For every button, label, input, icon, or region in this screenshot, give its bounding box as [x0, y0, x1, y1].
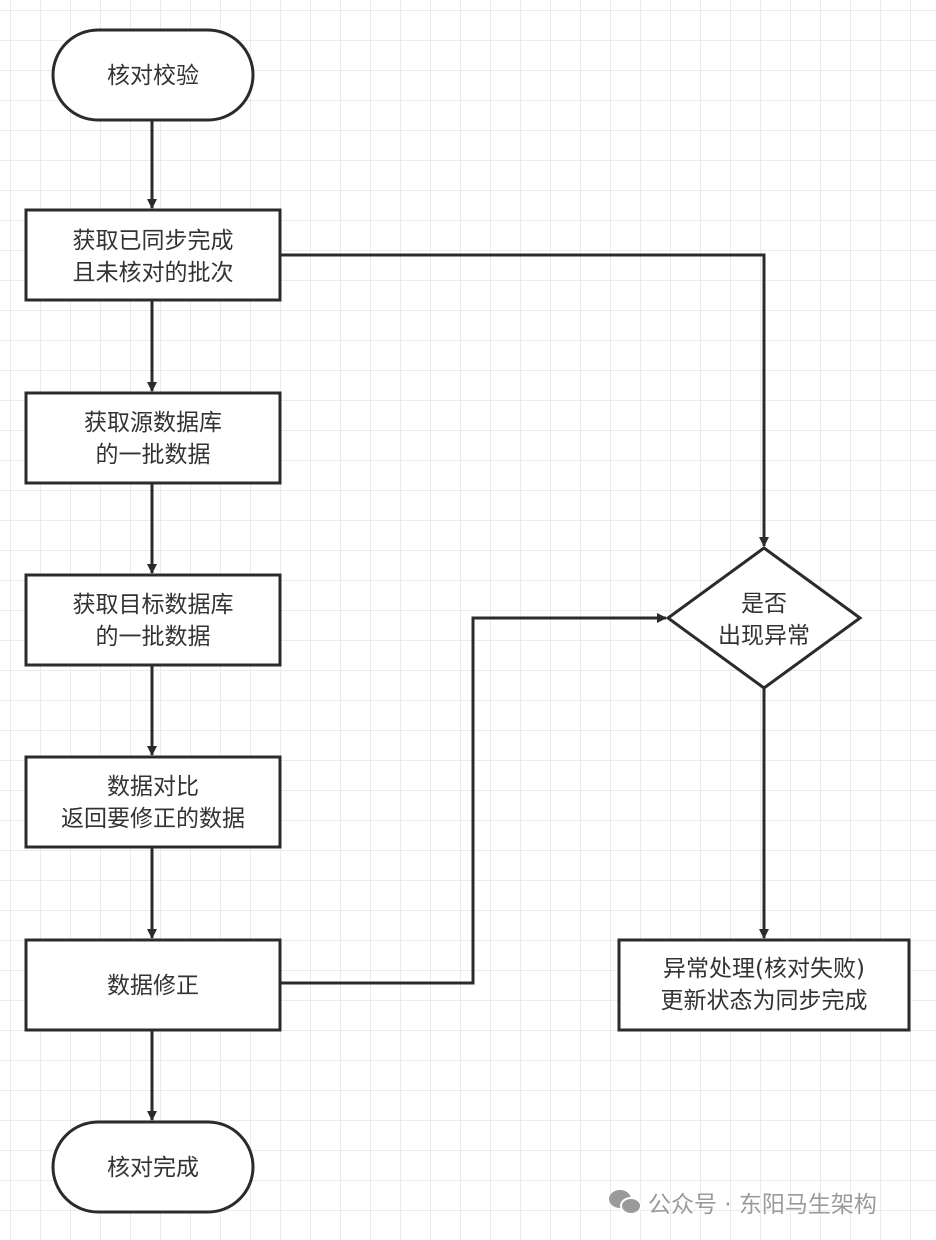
fetch-batch-line2: 且未核对的批次	[73, 260, 234, 286]
decision-diamond	[665, 546, 863, 690]
edge-fix-decision	[280, 613, 667, 985]
fix-label: 数据修正	[107, 973, 199, 999]
decision-line1: 是否	[741, 591, 787, 617]
fix-box	[24, 938, 282, 1032]
watermark-text: 公众号 · 东阳马生架构	[648, 1192, 877, 1218]
exception-line1: 异常处理(核对失败)	[663, 956, 865, 982]
end-label: 核对完成	[107, 1155, 199, 1181]
decision-line2: 出现异常	[718, 623, 810, 649]
exception-line2: 更新状态为同步完成	[661, 988, 868, 1014]
fetch-target-line2: 的一批数据	[96, 624, 211, 650]
wechat-icon	[609, 1190, 642, 1215]
fetch-batch-line1: 获取已同步完成	[73, 228, 234, 254]
end-terminal	[51, 1120, 255, 1214]
compare-line1: 数据对比	[107, 774, 199, 800]
start-terminal	[51, 28, 255, 122]
fetch-target-box	[24, 573, 282, 667]
fetch-target-line1: 获取目标数据库	[73, 592, 234, 618]
start-label: 核对校验	[107, 63, 199, 89]
compare-box	[24, 755, 282, 849]
compare-line2: 返回要修正的数据	[61, 806, 245, 832]
fetch-source-line2: 的一批数据	[96, 442, 211, 468]
exception-box	[617, 938, 911, 1032]
edge-fetch-decision	[280, 253, 769, 547]
fetch-batch-box	[24, 208, 282, 302]
fetch-source-box	[24, 391, 282, 485]
fetch-source-line1: 获取源数据库	[84, 410, 222, 436]
watermark: 公众号 · 东阳马生架构	[608, 1185, 877, 1219]
